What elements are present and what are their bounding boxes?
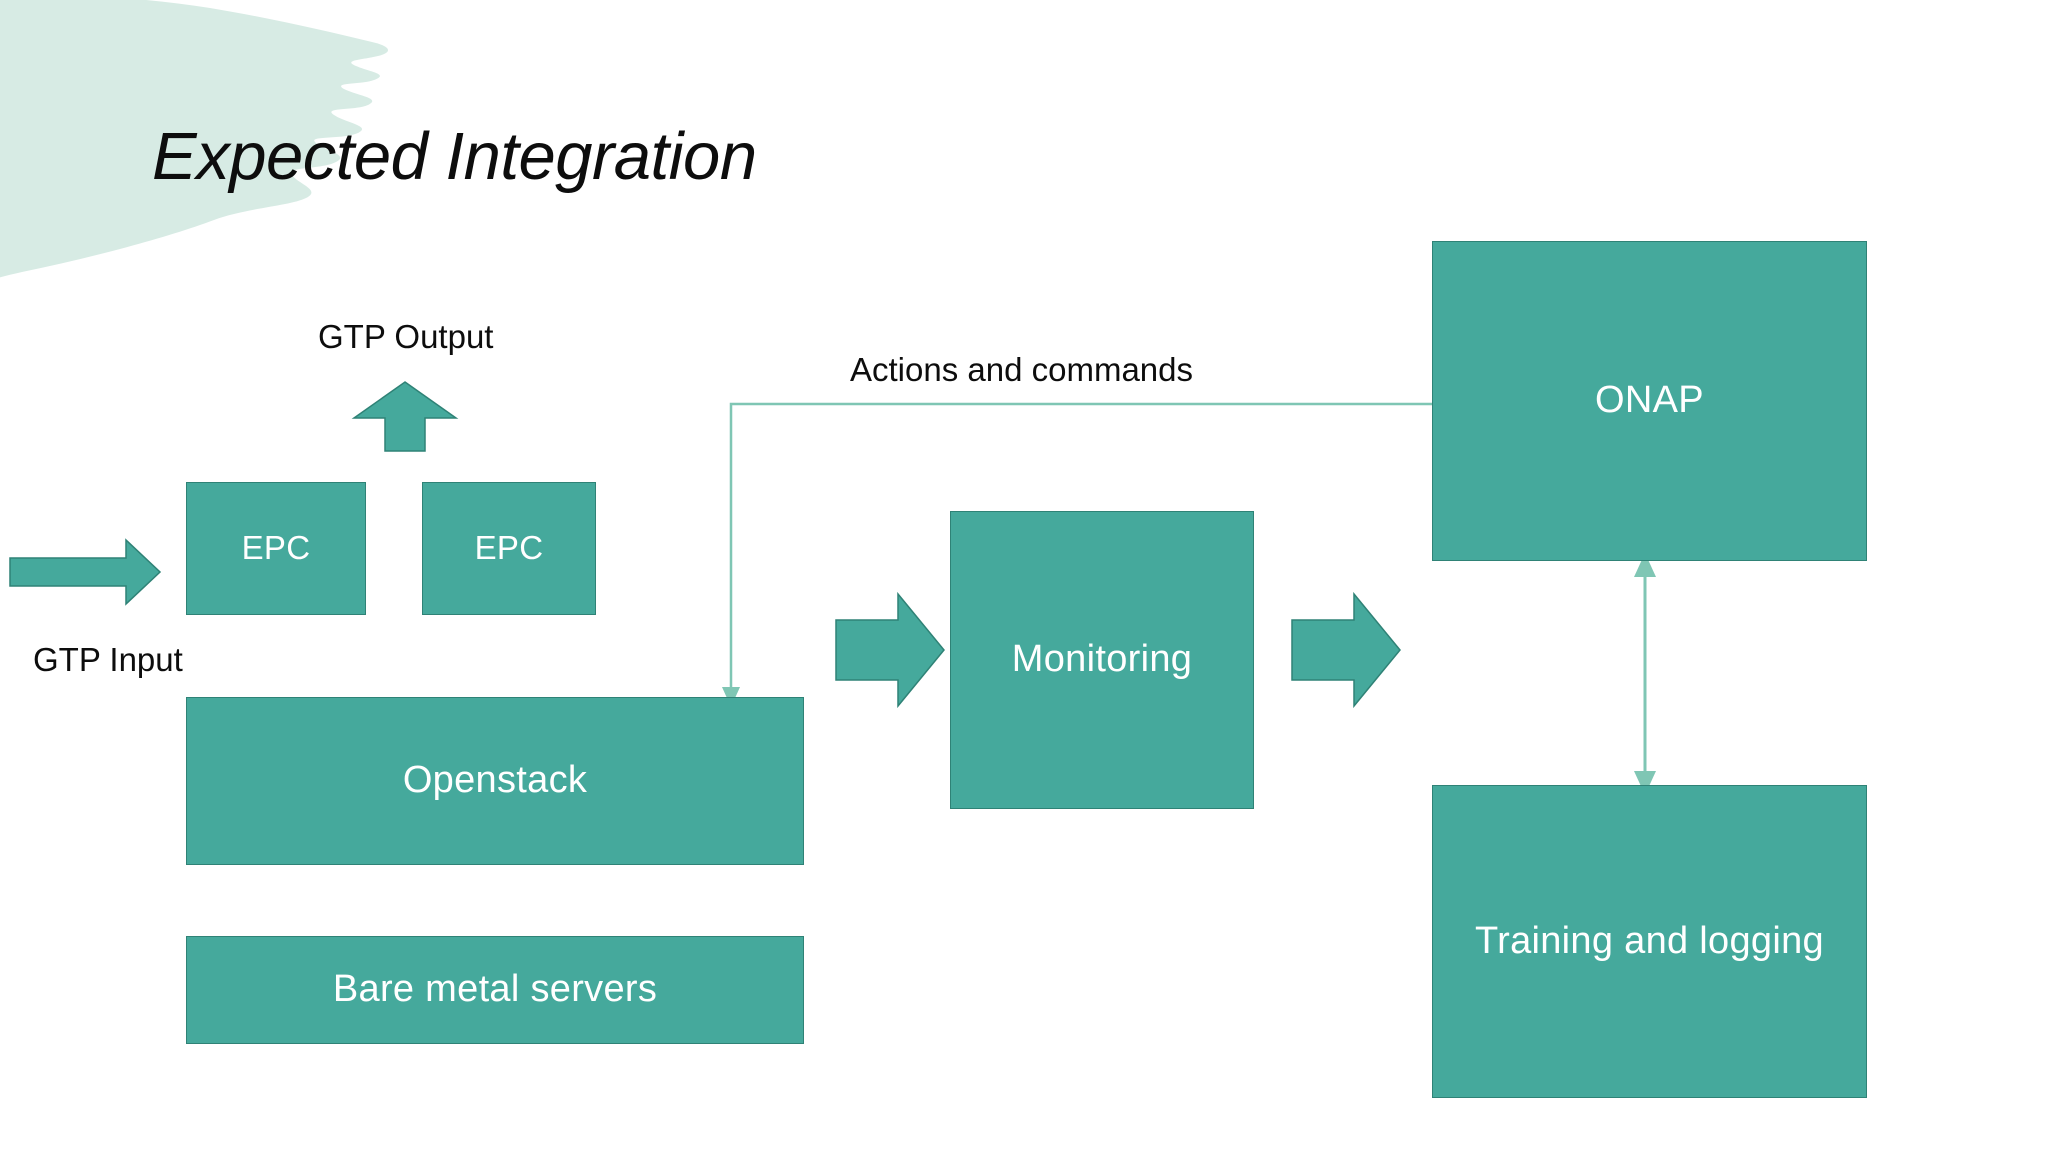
box-epc-left[interactable]: EPC [186, 482, 366, 615]
monitoring-to-onap-arrow [1291, 591, 1401, 709]
box-training-and-logging[interactable]: Training and logging [1432, 785, 1867, 1098]
box-monitoring[interactable]: Monitoring [950, 511, 1254, 809]
box-onap[interactable]: ONAP [1432, 241, 1867, 561]
openstack-to-monitoring-arrow [835, 591, 945, 709]
box-bare-metal-servers[interactable]: Bare metal servers [186, 936, 804, 1044]
box-epc-right[interactable]: EPC [422, 482, 596, 615]
actions-and-commands-label: Actions and commands [850, 351, 1194, 388]
gtp-input-arrow [9, 538, 162, 606]
gtp-input-label: GTP Input [33, 641, 183, 678]
gtp-output-label: GTP Output [318, 318, 494, 355]
gtp-output-block-arrow [351, 381, 459, 452]
page-title: Expected Integration [152, 119, 757, 194]
onap-training-double-arrow [1634, 553, 1656, 795]
box-openstack[interactable]: Openstack [186, 697, 804, 865]
